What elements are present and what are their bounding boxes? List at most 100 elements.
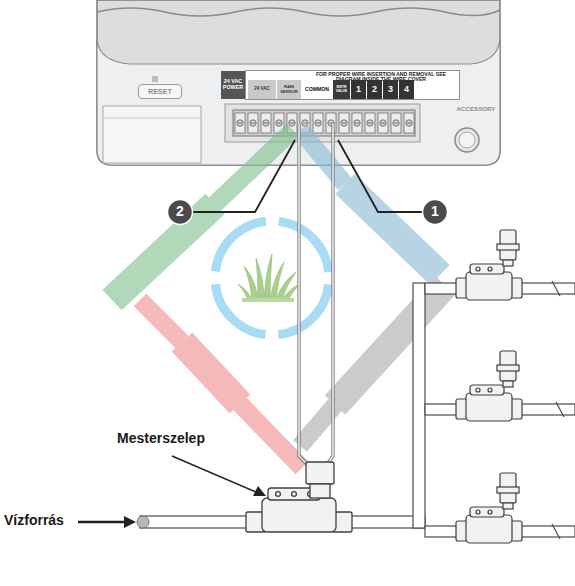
terminal-screw (355, 123, 359, 124)
pipe (516, 283, 575, 294)
diamond-band (345, 184, 440, 275)
node-text: 24 VAC (254, 87, 270, 92)
zone-valve (466, 515, 512, 543)
diamond-band (112, 204, 215, 300)
callout-number: 1 (423, 204, 447, 219)
terminal-screw (367, 120, 373, 126)
controller-housing (225, 104, 420, 142)
grass-icon (256, 258, 264, 300)
terminal-screw (368, 123, 372, 124)
callout-leader (192, 140, 423, 212)
master-valve (306, 462, 334, 484)
terminal-screw (381, 123, 385, 124)
terminal-screw (276, 120, 282, 126)
terminal-screw (352, 113, 362, 133)
leader-arrow (253, 486, 266, 496)
terminal-screw (404, 113, 414, 133)
pipe-end (137, 516, 149, 528)
callout-circle (423, 200, 448, 225)
grass-icon (282, 284, 300, 300)
zone-valve (488, 267, 492, 271)
terminal-label-strip: FOR PROPER WIRE INSERTION AND REMOVAL SE… (245, 70, 460, 100)
zone-valve (488, 388, 492, 392)
terminal-screw (263, 120, 269, 126)
node-text: MSTR VALVE (333, 86, 350, 94)
source-arrow (78, 516, 136, 528)
zone-valve (488, 510, 492, 514)
callout-leader (338, 140, 423, 212)
diamond-band (140, 300, 182, 342)
terminal-screw (264, 123, 268, 124)
terminal-screw (250, 120, 256, 126)
zone-number: 4 (399, 80, 414, 99)
valve-wire (299, 124, 333, 470)
diamond-band (182, 342, 240, 404)
controller-housing (152, 76, 158, 82)
terminal-screw (339, 113, 349, 133)
zone-valve (476, 388, 480, 392)
controller-housing (103, 118, 201, 119)
part-label: Mesterszelep (117, 431, 205, 446)
terminal-label: COMMON (302, 80, 332, 99)
master-valve (292, 492, 297, 497)
zone-valve (466, 393, 512, 421)
controller-housing (233, 110, 415, 136)
port-label: ACCESSORY (447, 106, 505, 113)
terminal-screw (251, 123, 255, 124)
callout-circle (168, 200, 448, 225)
node-text: RAIN SENSOR (277, 85, 301, 94)
terminal-label: 24 VAC (248, 80, 276, 99)
terminal-screw (261, 113, 271, 133)
controller-housing (103, 106, 201, 163)
node-text: 3 (388, 85, 393, 94)
zone-valve (470, 507, 504, 517)
master-valve (310, 484, 330, 498)
diamond-band (300, 405, 335, 446)
terminal-screw (342, 123, 346, 124)
terminal-screw (237, 120, 243, 126)
pipe (516, 404, 575, 415)
terminal-label: MSTR VALVE (333, 80, 350, 99)
diamond-band (335, 285, 445, 405)
node-text: COMMON (305, 87, 329, 92)
valve-wire (323, 124, 333, 470)
terminal-screw (235, 113, 245, 133)
leader-arrow (172, 456, 266, 496)
terminal-screw (378, 113, 388, 133)
reset-button: RESET (138, 84, 182, 99)
controller-housing (455, 128, 479, 152)
diamond-band (112, 130, 445, 468)
valve-wire (299, 124, 313, 470)
leader-arrow (172, 456, 256, 492)
ring-icon (215, 221, 329, 335)
terminal-screw (407, 123, 411, 124)
zone-valve (456, 351, 522, 421)
source-arrow (78, 521, 126, 524)
callout-number: 2 (168, 204, 192, 219)
ring-icon (215, 221, 329, 335)
node-text: RESET (148, 88, 171, 95)
zone-number: 2 (367, 80, 382, 99)
part-label: Vízforrás (4, 513, 64, 528)
terminal-screw (394, 123, 398, 124)
grass-icon (264, 254, 272, 300)
controller-housing (97, 8, 500, 16)
zone-valve (456, 230, 522, 300)
grass-icon (238, 284, 252, 300)
terminal-screw (303, 123, 307, 124)
terminal-screw (248, 113, 258, 133)
callout-circle (168, 200, 193, 225)
zone-number: 3 (383, 80, 398, 99)
pipe (552, 281, 564, 539)
zone-valve (466, 272, 512, 300)
terminal-screw (235, 113, 414, 133)
grass-icon (242, 298, 294, 302)
pipe (413, 283, 425, 528)
terminal-screw (365, 113, 375, 133)
zone-valve (476, 267, 480, 271)
zone-valve (456, 473, 522, 543)
zone-number: 1 (351, 80, 366, 99)
node-text: 2 (372, 85, 377, 94)
terminal-screw (341, 120, 347, 126)
